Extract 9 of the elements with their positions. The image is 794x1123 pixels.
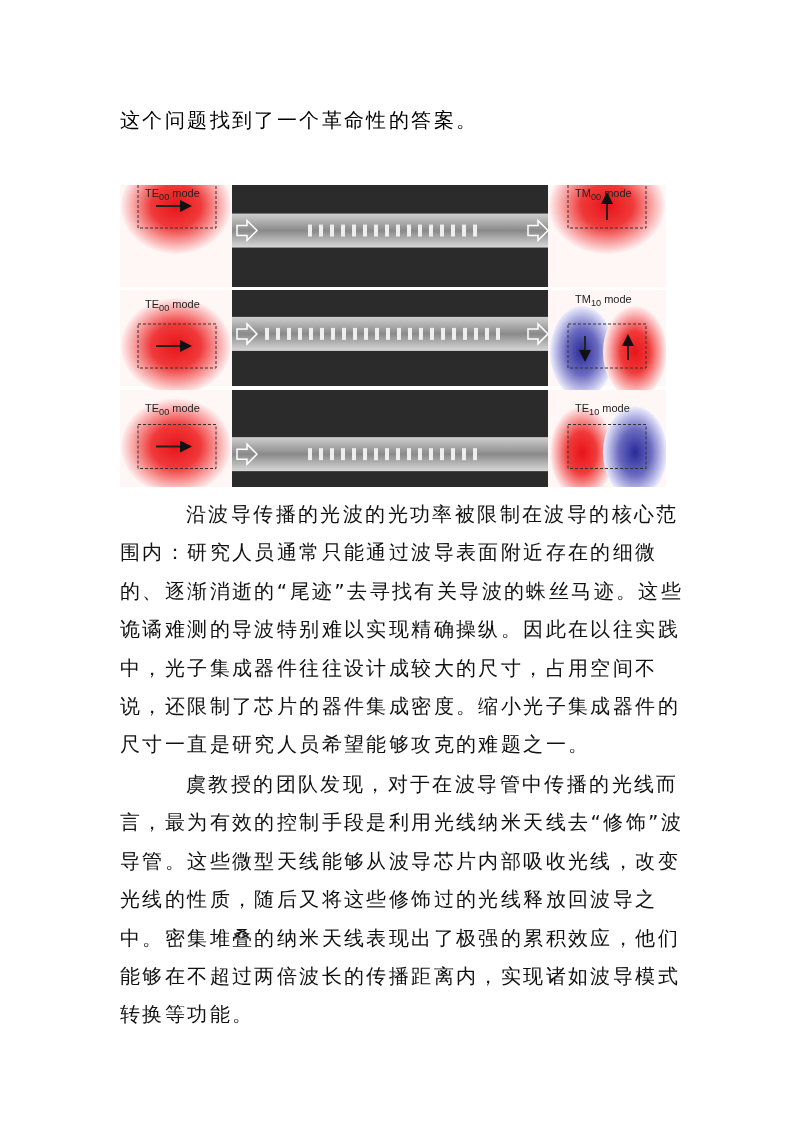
body-paragraph: 沿波导传播的光波的光功率被限制在波导的核心范围内：研究人员通常只能通过波导表面附近存在的细微的、逐渐消逝的“尾迹”去寻找有关导波的蛛丝马迹。这些诡谲难测的导波特别难以实现精确操纵。因此在以往实践中，光子集成器件往往设计成较大的尺寸，占用空间不说，还限制了芯片的器件集成密度。缩小光子集成器件的尺寸一直是研究人员希望能够攻克的难题之一。 [120, 501, 685, 759]
mode-label: TE$_{00}$ mode [145, 187, 200, 203]
mode-label: TE$_{00}$ mode [145, 402, 200, 418]
mode-label: TE$_{00}$ mode [145, 298, 200, 314]
body-paragraph: 虞教授的团队发现，对于在波导管中传播的光线而言，最为有效的控制手段是利用光线纳米天线去“修饰”波导管。这些微型天线能够从波导芯片内部吸收光线，改变光线的性质，随后又将这些修饰过的光线释放回波导之中。密集堆叠的纳米天线表现出了极强的累积效应，他们能够在不超过两倍波长的传播距离内，实现诸如波导模式转换等功能。 [120, 771, 685, 1029]
mode-label: TM$_{00}$ mode [575, 187, 632, 203]
heading-sentence: 这个问题找到了一个革命性的答案。 [120, 107, 479, 134]
mode-label: TM$_{10}$ mode [575, 293, 632, 309]
mode-label: TE$_{10}$ mode [575, 402, 630, 418]
